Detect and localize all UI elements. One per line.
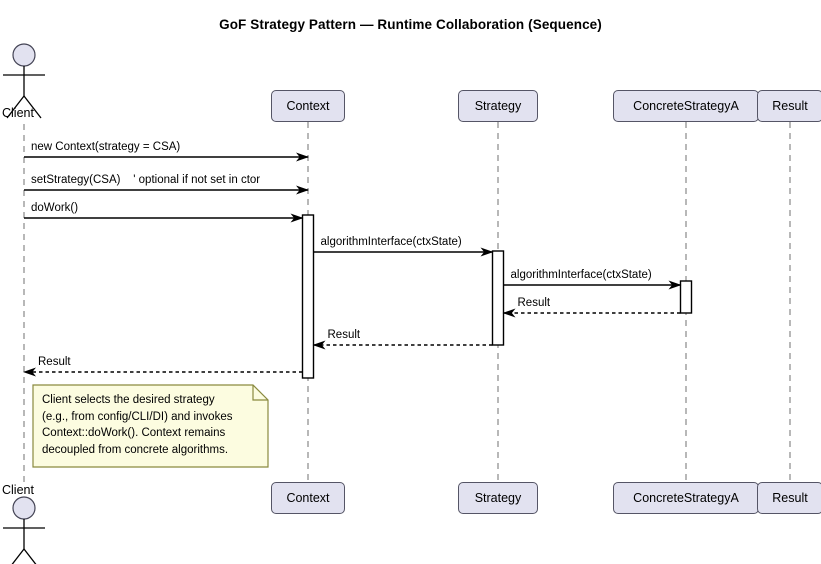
message-label-m7: Result	[328, 329, 361, 342]
lifeline-footer-label-client: Client	[2, 483, 34, 497]
note-shape	[32, 384, 269, 468]
lifeline-header-label-client: Client	[2, 106, 34, 120]
lifeline-footer-result[interactable]: Result	[757, 482, 821, 514]
message-label-text: new Context(strategy = CSA)	[31, 141, 181, 153]
activation-bar-strategy	[491, 250, 505, 346]
message-label-m1: new Context(strategy = CSA)	[31, 141, 180, 154]
message-label-m2: setStrategy(CSA) ' optional if not set i…	[31, 174, 260, 187]
note-text-line: decoupled from concrete algorithms.	[42, 443, 229, 456]
message-label-text: algorithmInterface(ctxState)	[320, 236, 462, 248]
activation-bar-context	[301, 214, 315, 379]
message-label-text: doWork()	[31, 202, 79, 214]
lifeline-header-context[interactable]: Context	[271, 90, 345, 122]
actor-figure	[3, 496, 45, 564]
message-label-text: Result	[517, 297, 551, 309]
message-label-text: algorithmInterface(ctxState)	[510, 269, 652, 281]
lifeline-header-strategy[interactable]: Strategy	[457, 90, 539, 122]
activation-bar-concrete	[679, 280, 693, 314]
message-label-text: Result	[38, 356, 71, 368]
message-label-m5: algorithmInterface(ctxState)	[511, 269, 652, 282]
lifeline-header-concrete[interactable]: ConcreteStrategyA	[612, 90, 760, 122]
note-text-line: Context::doWork(). Context remains	[42, 427, 226, 439]
message-label-m4: algorithmInterface(ctxState)	[321, 236, 462, 249]
message-label-text: Result	[327, 329, 361, 341]
note-text-line: Client selects the desired strategy	[42, 394, 215, 406]
message-label-m8: Result	[38, 356, 71, 369]
actor-figure	[3, 43, 45, 119]
note-fold-corner-icon	[252, 385, 268, 401]
lifeline-footer-strategy[interactable]: Strategy	[457, 482, 539, 514]
message-label-text: setStrategy(CSA)	[31, 174, 121, 186]
page-title: GoF Strategy Pattern — Runtime Collabora…	[219, 17, 602, 32]
lifeline-header-result[interactable]: Result	[757, 90, 821, 122]
note-text-line: (e.g., from config/CLI/DI) and invokes	[42, 410, 233, 423]
note-annotation: Client selects the desired strategy (e.g.…	[33, 385, 268, 467]
lifeline-footer-concrete[interactable]: ConcreteStrategyA	[612, 482, 760, 514]
message-label-m6: Result	[518, 297, 551, 310]
lifeline-footer-context[interactable]: Context	[271, 482, 345, 514]
message-label-m3: doWork()	[31, 202, 78, 215]
message-comment-text: ' optional if not set in ctor	[120, 174, 261, 186]
